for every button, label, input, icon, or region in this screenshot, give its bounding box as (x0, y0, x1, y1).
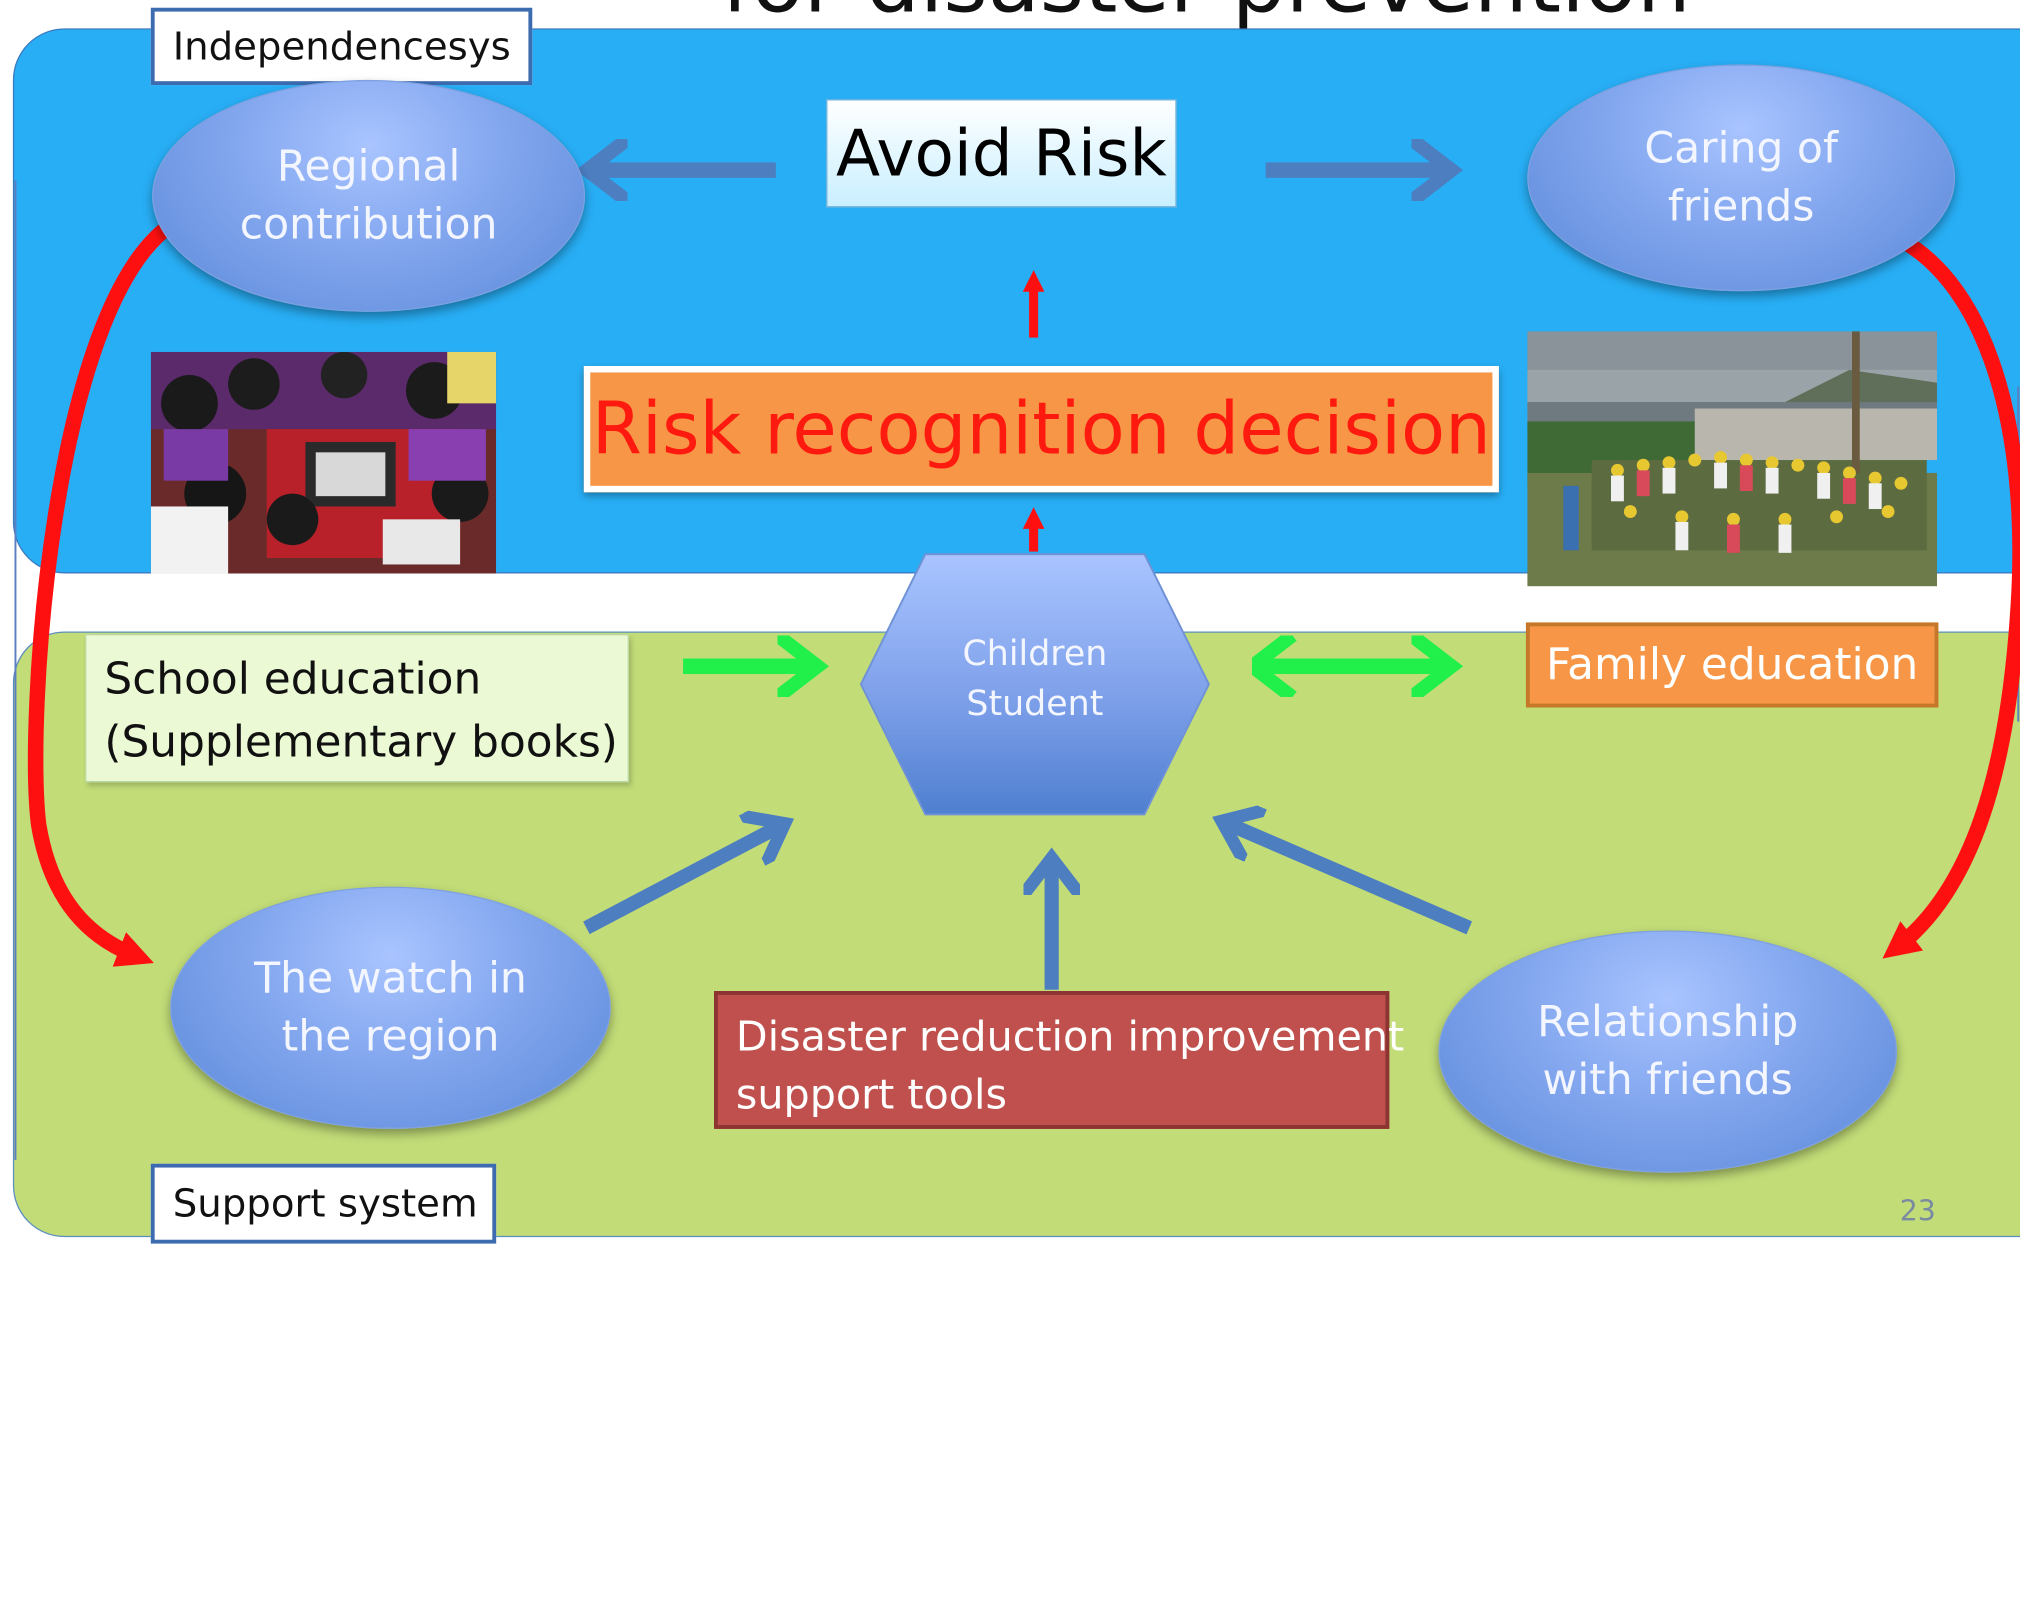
disaster-tools-box: Disaster reduction improvement support t… (713, 991, 1405, 1129)
caring-line1: Caring of (1644, 122, 1838, 173)
risk-recognition-box: Risk recognition decision (583, 365, 1499, 493)
caring-line2: friends (1667, 180, 1815, 231)
arrow-watch-to-children (583, 825, 782, 935)
regional-contribution-node: Regional contribution (152, 79, 586, 312)
slide-title-fragment: for disaster prevention (722, 0, 1691, 32)
children-line2: Student (966, 684, 1104, 725)
school-line2: (Supplementary books) (104, 716, 618, 769)
regional-line2: contribution (239, 198, 498, 249)
watch-region-node: The watch in the region (170, 886, 611, 1129)
outdoor-group-photo (1527, 331, 1938, 587)
avoid-risk-text: Avoid Risk (836, 115, 1167, 191)
page-number: 23 (1899, 1195, 1936, 1229)
caring-friends-node: Caring of friends (1527, 64, 1956, 292)
relationship-line2: with friends (1542, 1054, 1793, 1105)
independence-label-text: Independencesys (172, 23, 511, 69)
children-student-node: Children Student (858, 552, 1211, 817)
support-label-text: Support system (172, 1181, 478, 1227)
independence-label: Independencesys (150, 7, 533, 86)
avoid-risk-box: Avoid Risk (826, 99, 1177, 208)
arrow-regional-to-watch (27, 219, 175, 967)
disaster-line1: Disaster reduction improvement (735, 1011, 1405, 1061)
arrow-caring-to-relationship (1866, 219, 2020, 959)
disaster-line2: support tools (735, 1069, 1007, 1119)
children-student-label: Children Student (858, 629, 1211, 730)
regional-line1: Regional (276, 140, 461, 191)
risk-recognition-text: Risk recognition decision (591, 387, 1491, 472)
relationship-line1: Relationship (1537, 996, 1799, 1047)
family-education-text: Family education (1545, 639, 1919, 691)
watch-line1: The watch in (254, 952, 527, 1003)
watch-line2: the region (281, 1010, 500, 1061)
children-workshop-photo (150, 351, 497, 574)
arrow-relationship-to-children (1224, 822, 1473, 935)
relationship-friends-node: Relationship with friends (1438, 930, 1898, 1173)
school-line1: School education (104, 653, 482, 705)
support-label: Support system (150, 1163, 497, 1244)
hexagon-shape (859, 553, 1210, 816)
children-line1: Children (962, 634, 1108, 674)
family-education-box: Family education (1525, 622, 1939, 708)
arrows-layer (14, 0, 2020, 1160)
school-education-box: School education (Supplementary books) (85, 634, 629, 783)
